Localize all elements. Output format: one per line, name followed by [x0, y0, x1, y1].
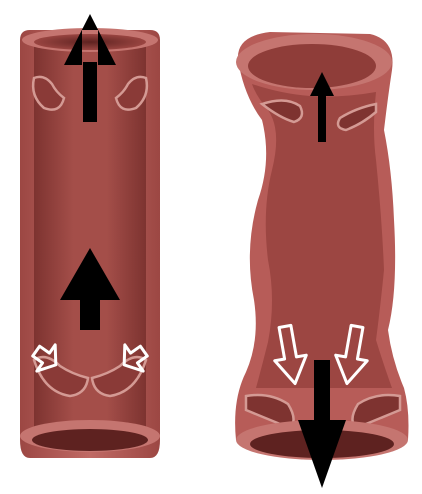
top-opening-inner — [34, 34, 146, 50]
arrow-down-shaft-icon — [314, 360, 330, 422]
arrow-up-shaft-icon — [83, 62, 97, 122]
varicose-vein — [235, 32, 408, 488]
normal-vein — [20, 14, 160, 458]
top-opening-inner — [248, 44, 376, 88]
bottom-opening-inner — [32, 429, 148, 451]
